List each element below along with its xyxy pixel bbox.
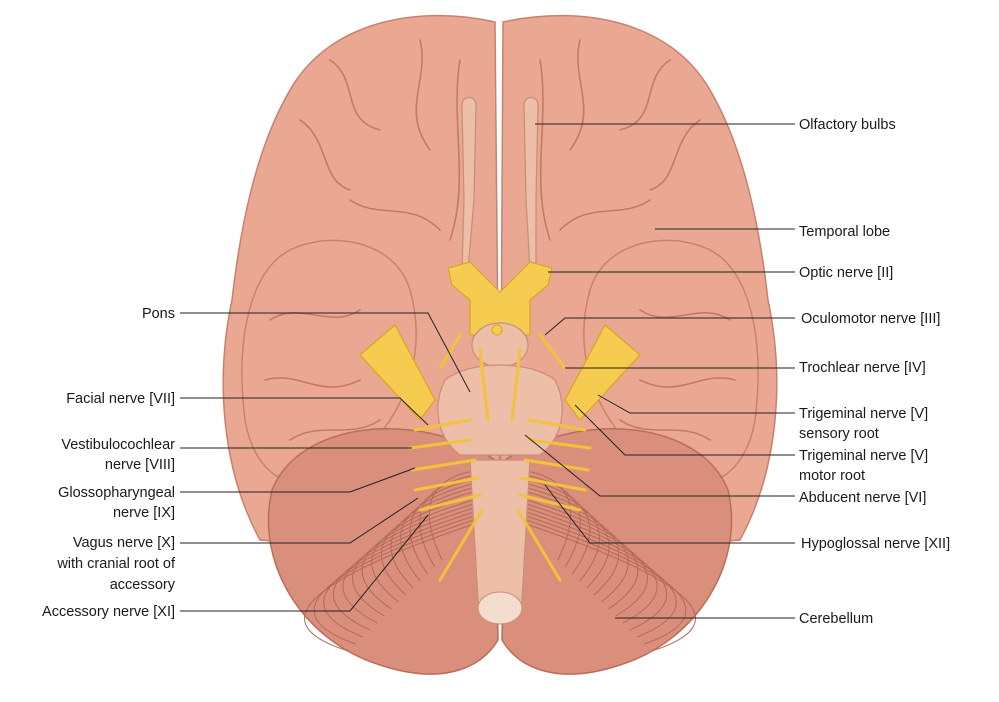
label-trigeminal-sensory-line2: sensory root	[799, 426, 879, 442]
labels-left: Pons Facial nerve [VII] Vestibulocochlea…	[42, 306, 176, 620]
label-vestibulocochlear: Vestibulocochlear	[61, 437, 175, 453]
label-trigeminal-motor-line2: motor root	[799, 468, 865, 484]
cerebellar-folia-line	[428, 469, 481, 561]
cerebellar-folia-line	[390, 485, 481, 589]
cerebellar-folia-line	[519, 473, 581, 568]
label-temporal-lobe: Temporal lobe	[799, 224, 890, 240]
cranial-nerve-strand	[438, 333, 462, 370]
label-glossopharyngeal-line2: nerve [IX]	[113, 505, 175, 521]
label-trochlear-nerve: Trochlear nerve [IV]	[799, 360, 926, 376]
label-trigeminal-sensory: Trigeminal nerve [V]	[799, 406, 928, 422]
cerebellar-folia-line	[519, 485, 610, 589]
cranial-nerve-strand	[478, 348, 490, 422]
label-glossopharyngeal: Glossopharyngeal	[58, 485, 175, 501]
cerebellar-folia-line	[519, 477, 591, 575]
cerebellar-folia-line	[409, 477, 481, 575]
cranial-nerve-strand	[528, 438, 592, 450]
label-vagus-line2: with cranial root of	[56, 556, 176, 572]
cerebellar-folia-line	[342, 505, 481, 624]
cerebellar-folia-line	[519, 501, 648, 617]
label-abducent-nerve: Abducent nerve [VI]	[799, 490, 926, 506]
cranial-nerve-strand	[538, 333, 567, 370]
cerebellar-folia-line	[519, 481, 600, 582]
label-vagus-line3: accessory	[110, 577, 176, 593]
cranial-nerve-strand	[410, 458, 477, 472]
cranial-nerve-strand	[510, 348, 522, 422]
pons-shape	[437, 364, 563, 456]
label-vestibulocochlear-line2: nerve [VIII]	[105, 457, 175, 473]
cranial-nerve-strand	[520, 476, 587, 492]
label-facial-nerve: Facial nerve [VII]	[66, 391, 175, 407]
label-vagus-nerve: Vagus nerve [X]	[73, 535, 175, 551]
cranial-nerve-strand	[413, 476, 480, 492]
cerebellar-folia-line	[400, 481, 481, 582]
cranial-nerve-strand	[528, 418, 587, 432]
label-pons: Pons	[142, 306, 175, 322]
cranial-nerve-strand	[413, 418, 472, 432]
cerebellar-folia-line	[519, 505, 658, 624]
cerebellar-folia-line	[419, 473, 481, 568]
cranial-nerve-strand	[418, 493, 482, 512]
cranial-nerve-strand	[408, 438, 472, 450]
cranial-nerve-strand	[523, 458, 590, 472]
cranial-nerve-strand	[438, 508, 484, 582]
label-cerebellum: Cerebellum	[799, 611, 873, 627]
label-olfactory-bulbs: Olfactory bulbs	[799, 117, 896, 133]
label-accessory-nerve: Accessory nerve [XI]	[42, 604, 175, 620]
cranial-nerve-strand	[516, 508, 562, 582]
leader-lines	[180, 123, 795, 619]
trigeminal-nerve-right	[564, 324, 641, 421]
cerebellar-folia-line	[519, 521, 696, 652]
label-hypoglossal-nerve: Hypoglossal nerve [XII]	[801, 536, 950, 552]
label-trigeminal-motor: Trigeminal nerve [V]	[799, 448, 928, 464]
labels-right: Olfactory bulbs Temporal lobe Optic nerv…	[799, 117, 950, 627]
optic-chiasm	[447, 261, 553, 336]
label-oculomotor-nerve: Oculomotor nerve [III]	[801, 311, 940, 327]
spinal-cord-section	[477, 591, 523, 625]
label-optic-nerve: Optic nerve [II]	[799, 265, 893, 281]
cranial-nerve-strand	[518, 493, 582, 512]
cerebellar-folia-line	[519, 469, 572, 561]
cerebellar-folia-line	[304, 521, 481, 652]
cerebellum-shape	[267, 428, 733, 675]
temporal-lobes	[241, 239, 759, 485]
cerebellar-folia-line	[352, 501, 481, 617]
